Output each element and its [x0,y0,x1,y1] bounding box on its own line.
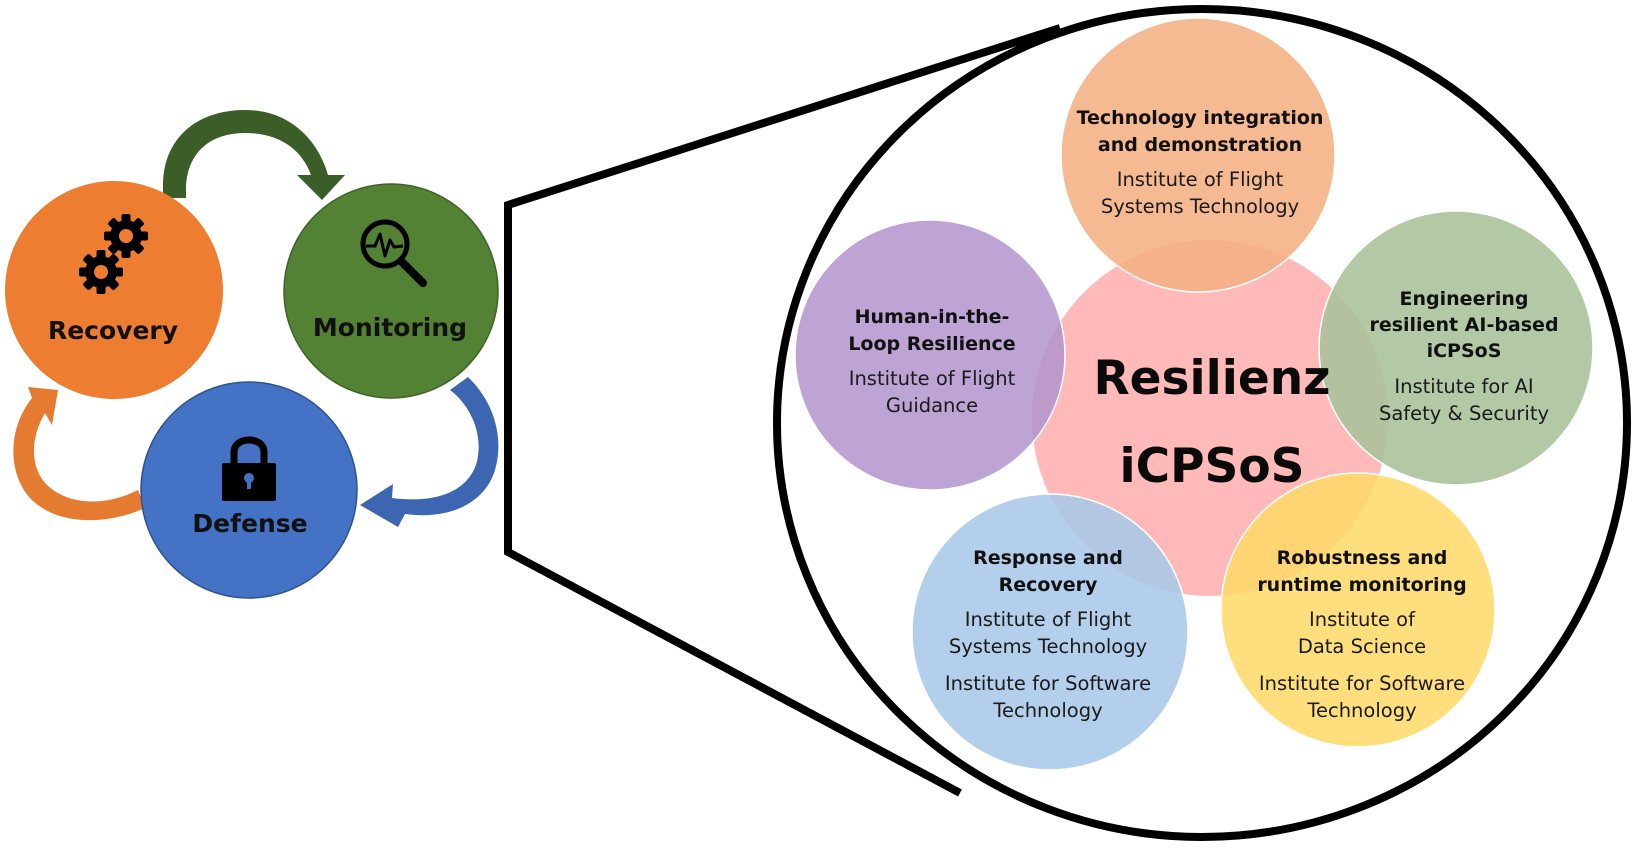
topic-institute: Institute of Flight [965,608,1132,631]
topic-title: Human-in-the- [855,306,1010,328]
arrow-monitoring-to-defense [360,377,499,527]
topic-title: Robustness and [1277,547,1448,569]
topic-institute: Institute of Flight [849,367,1016,390]
monitoring-label: Monitoring [313,313,467,342]
hub-title-line2: iCPSoS [1119,439,1304,494]
topic-institute: Institute for Software [1259,672,1465,695]
magnifier-pulse-icon [360,219,427,287]
monitoring-circle [283,183,499,399]
zoom-ellipse [773,5,1631,841]
topic-institute: Institute of [1309,608,1416,631]
topic-institute: Institute for AI [1394,375,1533,398]
padlock-icon [222,436,276,501]
topic-title: Technology integration [1077,107,1324,129]
topic-institute: Guidance [886,394,978,417]
topic-institute: Institute of Flight [1117,168,1284,191]
topic-circle-tech-integration [1060,17,1336,293]
topic-circle-robustness [1220,472,1496,748]
topic-institute: Systems Technology [1101,195,1299,218]
topic-title: Response and [973,547,1123,569]
topic-institute: Systems Technology [949,635,1147,658]
arrow-defense-to-recovery [13,387,145,521]
topic-institute: Safety & Security [1379,402,1549,425]
zoom-connector [504,24,1062,797]
topic-institute: Technology [992,699,1102,722]
defense-label: Defense [192,509,307,538]
topic-title: runtime monitoring [1257,574,1466,596]
topic-title: Loop Resilience [848,333,1015,355]
cycle-group: Recovery Monitoring Defense [5,110,499,599]
topic-institute: Data Science [1298,635,1426,658]
topic-institute: Institute for Software [945,672,1151,695]
hub-title-line1: Resilienz [1093,351,1330,406]
topic-institute: Technology [1306,699,1416,722]
topic-title: resilient AI-based [1369,314,1558,336]
topic-title: Recovery [999,574,1098,596]
topic-circle-response-recovery [911,493,1189,771]
topic-title: and demonstration [1098,134,1302,156]
recovery-label: Recovery [48,316,178,345]
venn-group: Resilienz iCPSoS Technology integration … [794,17,1594,771]
arrow-recovery-to-monitoring [163,110,345,200]
topic-circle-human-loop [794,219,1066,491]
topic-circle-engineering-ai [1318,210,1594,486]
topic-title: Engineering [1400,288,1529,310]
recovery-circle [5,181,223,399]
topic-title: iCPSoS [1427,340,1502,362]
gears-icon [79,214,148,294]
zoom-bracket [504,24,1062,797]
